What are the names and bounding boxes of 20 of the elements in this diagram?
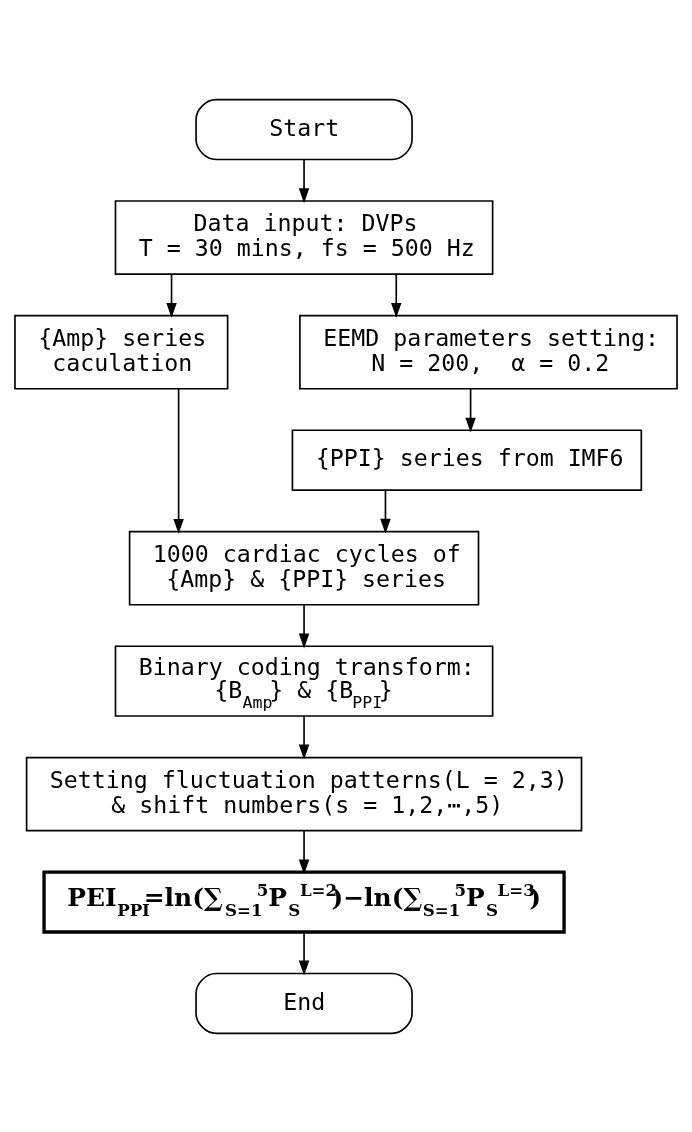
node-box: {Amp} series caculation: [14, 314, 229, 390]
node-box: 1000 cardiac cycles of {Amp} & {PPI} series: [128, 530, 480, 606]
node-box: PEI$_{PPI}$=ln(∑$_{S=1}$$^{5}$P$_{S}$$^{L=2}$)−ln(∑$_{S=1}$$^{5}$P$_{S}$$^{L=3}$): [42, 870, 566, 934]
arrow: [173, 387, 184, 534]
arrow: [298, 829, 310, 875]
arrow: [298, 714, 310, 760]
arrow: [298, 931, 310, 976]
node-box: End: [195, 972, 413, 1034]
node-box: Data input: DVPs T = 30 mins, fs = 500 Hz: [114, 199, 494, 275]
arrow: [298, 603, 310, 648]
node-box: Setting fluctuation patterns(L = 2,3) & shift numbers(s = 1,2,⋯,5): [25, 756, 583, 831]
node-box: Binary coding transform: {B$_{Amp}$} & {B$_{PPI}$}: [114, 644, 494, 717]
arrow: [298, 158, 310, 203]
node-box: Start: [195, 98, 413, 160]
node-box: {PPI} series from IMF6: [291, 428, 643, 491]
node-box: EEMD parameters setting: N = 200, α = 0.2: [299, 314, 678, 390]
arrow: [380, 488, 391, 534]
arrow: [391, 273, 402, 318]
arrow: [166, 273, 177, 318]
arrow: [465, 387, 476, 433]
